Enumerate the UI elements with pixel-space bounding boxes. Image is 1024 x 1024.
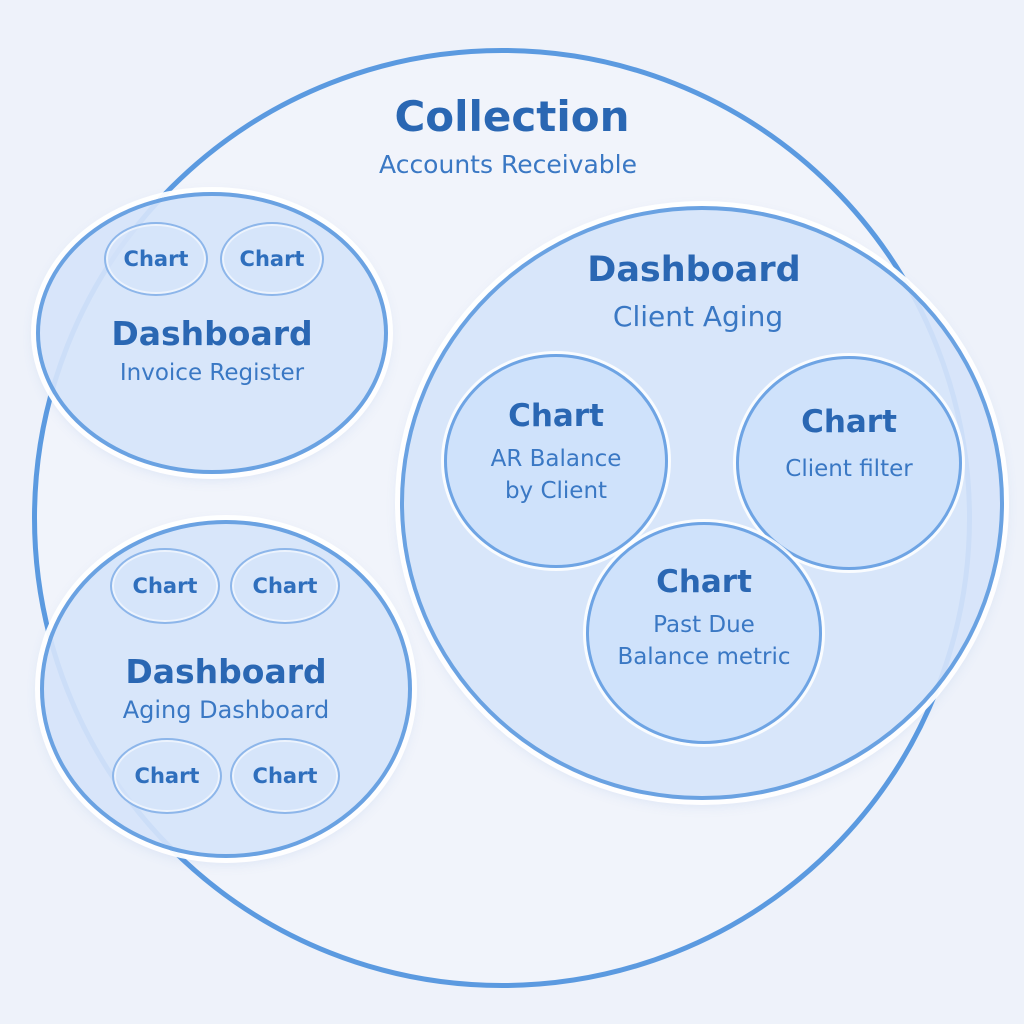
chart-title: Chart — [801, 404, 897, 440]
chart-desc-line: by Client — [504, 478, 608, 505]
dashboard-aging: Chart Chart Dashboard Aging Dashboard Ch… — [40, 520, 412, 858]
collection-title: Collection — [394, 92, 630, 141]
chart-chip: Chart — [110, 548, 220, 624]
chart-desc-line: AR Balance — [490, 446, 622, 473]
chart-client-filter: Chart Client filter — [736, 356, 962, 570]
dashboard-title: Dashboard — [587, 250, 801, 290]
chart-chip: Chart — [230, 548, 340, 624]
dashboard-subtitle: Invoice Register — [119, 360, 305, 386]
chart-ar-balance-by-client: Chart AR Balance by Client — [444, 354, 668, 568]
chart-title: Chart — [656, 564, 752, 600]
chart-desc-line: Past Due — [653, 612, 755, 639]
chart-chip: Chart — [104, 222, 208, 296]
chart-past-due-balance-metric: Chart Past Due Balance metric — [586, 522, 822, 744]
dashboard-subtitle: Client Aging — [612, 300, 784, 333]
chart-title: Chart — [508, 398, 604, 434]
chart-chip: Chart — [230, 738, 340, 814]
chart-chip: Chart — [112, 738, 222, 814]
dashboard-title: Dashboard — [111, 314, 313, 353]
dashboard-title: Dashboard — [125, 652, 327, 691]
dashboard-invoice-register: Chart Chart Dashboard Invoice Register — [36, 192, 388, 474]
collection-subtitle: Accounts Receivable — [379, 150, 637, 179]
chart-chip: Chart — [220, 222, 324, 296]
chart-desc-line: Client filter — [785, 456, 913, 483]
chart-desc-line: Balance metric — [617, 644, 791, 671]
dashboard-subtitle: Aging Dashboard — [122, 696, 330, 724]
